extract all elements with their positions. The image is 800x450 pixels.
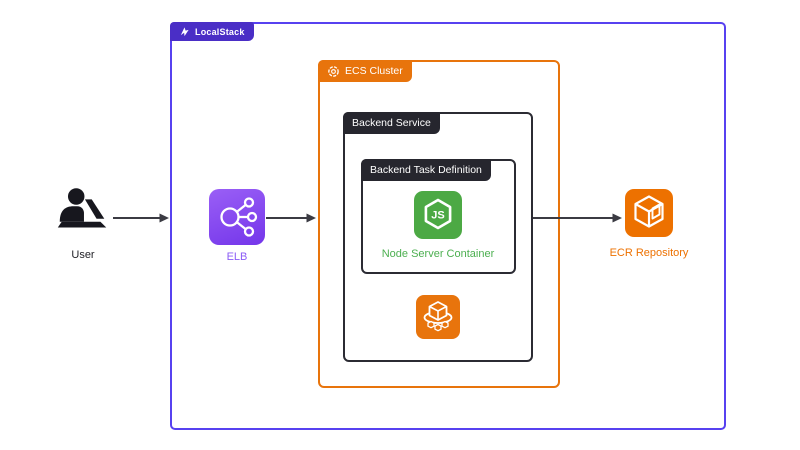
backend-service-badge: Backend Service bbox=[343, 112, 440, 134]
nodejs-hexagon-icon: JS bbox=[414, 191, 462, 239]
container-registry-cube-icon bbox=[625, 189, 673, 237]
user-at-laptop-icon bbox=[52, 186, 114, 238]
node-server-container-label: Node Server Container bbox=[381, 248, 495, 260]
backend-task-definition-badge: Backend Task Definition bbox=[361, 159, 491, 181]
arrowhead-user-to-elb bbox=[159, 213, 169, 223]
ecs-cluster-ring-icon bbox=[327, 65, 340, 78]
ecs-cluster-badge-label: ECS Cluster bbox=[345, 65, 403, 77]
elb-label: ELB bbox=[226, 251, 248, 263]
user-label: User bbox=[71, 249, 95, 261]
ecr-repository-label: ECR Repository bbox=[609, 247, 689, 259]
ecs-cluster-badge: ECS Cluster bbox=[318, 60, 412, 82]
svg-text:JS: JS bbox=[431, 210, 444, 222]
backend-service-badge-label: Backend Service bbox=[352, 117, 431, 129]
localstack-badge: LocalStack bbox=[170, 22, 254, 41]
ecs-cubes-icon bbox=[416, 295, 460, 339]
localstack-logo-icon bbox=[179, 26, 190, 37]
backend-task-definition-badge-label: Backend Task Definition bbox=[370, 164, 482, 176]
load-balancer-icon bbox=[209, 189, 265, 245]
localstack-badge-label: LocalStack bbox=[195, 26, 245, 37]
